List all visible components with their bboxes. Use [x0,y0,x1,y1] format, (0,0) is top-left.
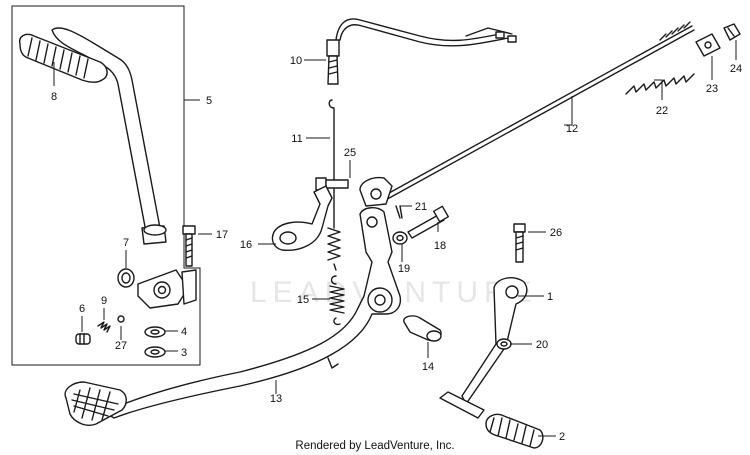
nut-20 [496,338,512,350]
bolt-26 [513,223,526,263]
assembly-bracket [11,5,201,366]
callout-24: 24 [730,63,742,75]
callout-10: 10 [290,55,302,67]
switch-spring-11 [327,99,341,271]
brake-rod-12 [379,21,695,203]
shift-rubber-2 [485,413,544,449]
callout-21: 21 [415,201,427,213]
bolt-18 [407,205,450,239]
nut-19 [392,231,408,245]
callout-labels: 1234567891011121314151617181920212223242… [51,55,742,443]
ball-27 [117,315,125,323]
callout-14: 14 [422,361,434,373]
callout-15: 15 [297,294,309,306]
callout-13: 13 [270,393,282,405]
brake-pedal-13 [64,207,402,426]
nut-24 [723,23,741,41]
joint-23 [695,33,721,57]
callout-12: 12 [566,123,578,135]
callout-6: 6 [79,303,85,315]
bolt-17 [182,225,196,267]
switch-bracket-16 [271,185,333,251]
kick-pivot-boss [137,269,197,309]
callout-11: 11 [291,133,302,145]
spring-9 [97,321,111,333]
callout-7: 7 [123,237,129,249]
callout-1: 1 [547,291,553,303]
callout-2: 2 [559,431,565,443]
leader-lines [53,40,737,437]
callout-3: 3 [181,347,187,359]
callout-22: 22 [656,105,668,117]
kick-grip-rubber [19,33,108,83]
callout-4: 4 [181,326,187,338]
credit-text: Rendered by LeadVenture, Inc. [295,440,454,452]
washer-3 [144,346,166,358]
callout-18: 18 [434,240,446,252]
callout-19: 19 [398,263,410,275]
plug-6 [75,333,91,345]
callout-23: 23 [706,83,718,95]
callout-20: 20 [536,339,548,351]
return-spring-15 [329,275,345,326]
spring-22 [625,73,695,95]
callout-26: 26 [550,227,562,239]
collar-14 [403,315,442,342]
cotter-pin-21 [395,205,403,219]
callout-25: 25 [344,147,356,159]
callout-17: 17 [216,229,228,241]
kick-lever-arm [51,27,167,245]
callout-5: 5 [206,95,212,107]
stop-switch-10 [326,18,517,85]
callout-8: 8 [51,91,57,103]
callout-16: 16 [240,239,252,251]
washer-4 [144,326,166,338]
seal-7 [117,268,135,288]
callout-9: 9 [101,295,107,307]
callout-27: 27 [115,340,127,352]
